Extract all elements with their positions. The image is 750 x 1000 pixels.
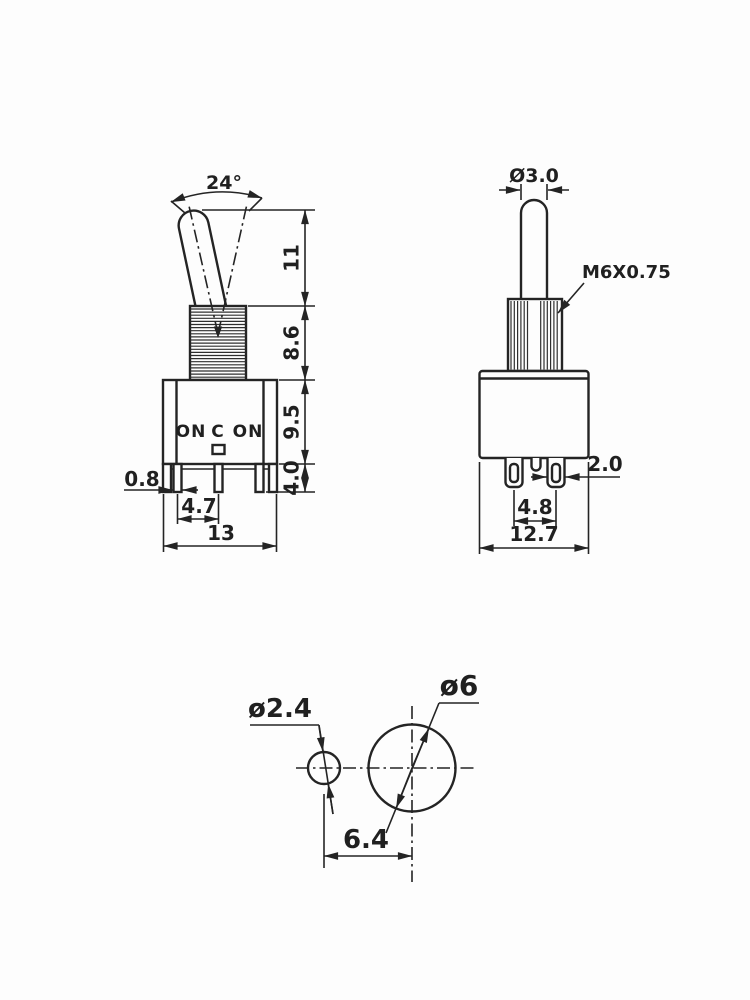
terminal-width-dimension: 2.0 [531, 452, 623, 481]
marking-on-right: ON [233, 422, 264, 442]
dim-body-height: 9.5 [280, 404, 304, 439]
side-vertical-dimensions: 11 8.6 9.5 4.0 [202, 209, 315, 496]
body-side: ON C ON [161, 378, 279, 470]
centerline-arrow [213, 326, 223, 338]
thread-callout: M6X0.75 [557, 262, 671, 314]
pins-side [161, 462, 279, 494]
dim-pin-pitch: 4.7 [181, 494, 216, 518]
small-hole-dimension: ø2.4 [248, 694, 335, 815]
dim-bushing-height: 8.6 [280, 325, 304, 360]
dim-pin-thickness: 0.8 [124, 467, 159, 491]
dim-body-width: 13 [207, 521, 235, 545]
large-hole [367, 723, 457, 813]
dim-pin-length: 4.0 [280, 460, 304, 495]
terminal-right-hole [550, 462, 562, 484]
left-leg [161, 462, 173, 494]
bushing-threads-front [510, 301, 558, 370]
front-view: Ø3.0 M6X0.75 [478, 165, 671, 554]
lever-front [519, 198, 549, 302]
dim-body-depth: 12.7 [509, 522, 558, 546]
side-view: 24° ON C ON [124, 172, 315, 552]
dim-small-hole: ø2.4 [248, 694, 312, 724]
dim-hole-pitch: 6.4 [343, 825, 389, 855]
terminal-pitch-dimension: 4.8 [513, 490, 557, 526]
terminals-front [504, 458, 566, 489]
angle-label: 24° [206, 172, 242, 194]
pin-2 [213, 462, 224, 494]
toggle-centerlines [188, 203, 248, 338]
large-hole-dimension: ø6 [385, 669, 479, 834]
panel-hole-view: ø2.4 ø6 6.4 [248, 669, 479, 882]
pin-thickness-dimension: 0.8 [124, 467, 198, 494]
body-front [478, 369, 590, 460]
dim-large-hole: ø6 [440, 669, 479, 702]
dim-terminal-width: 2.0 [587, 452, 622, 476]
angle-dimension: 24° [170, 172, 263, 214]
marking-center: C [211, 422, 224, 442]
terminal-center [530, 458, 542, 472]
bushing-side [188, 304, 248, 382]
actuator-dia-dimension: Ø3.0 [499, 165, 569, 200]
hole-pitch-dimension: 6.4 [323, 794, 413, 868]
terminal-left-hole [508, 462, 520, 484]
pin-pitch-dimension: 4.7 [176, 494, 220, 524]
bushing-front [506, 297, 564, 373]
right-leg [267, 462, 279, 494]
pin-3 [254, 462, 265, 494]
marking-on-left: ON [176, 422, 207, 442]
pin-1 [172, 462, 183, 494]
dim-terminal-pitch: 4.8 [517, 495, 552, 519]
body-width-dimension: 13 [162, 494, 278, 552]
body-depth-dimension: 12.7 [478, 462, 590, 554]
thread-spec-label: M6X0.75 [582, 262, 671, 283]
dim-lever-height: 11 [280, 244, 304, 272]
dim-actuator-dia: Ø3.0 [509, 165, 559, 187]
